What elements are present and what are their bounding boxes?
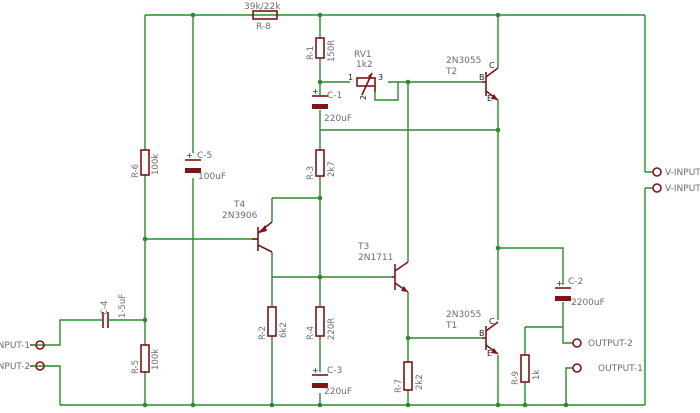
c3-value: 220uF — [324, 387, 352, 397]
svg-text:+: + — [186, 151, 193, 160]
c2-ref: C-2 — [568, 277, 583, 287]
v-minus-label: V-INPUT — [665, 184, 700, 194]
rv1-pin-1: 1 — [348, 73, 353, 82]
port-v-minus: V-INPUT — [652, 183, 700, 194]
t1-ref: T1 — [445, 321, 457, 331]
transistor-t2: 2N3055 T2 B C E — [445, 56, 499, 103]
resistor-r2: R-2 6k2 — [258, 306, 289, 340]
resistor-r9: R-9 1k — [511, 354, 542, 385]
t2-pin-c: C — [489, 61, 495, 70]
transistor-t3: T3 2N1711 — [357, 242, 409, 293]
resistor-r6: R-6 100k — [131, 149, 161, 178]
r5-value: 100k — [151, 349, 161, 370]
transistor-t4: T4 2N3906 — [222, 200, 273, 253]
c5-value: 100uF — [198, 172, 226, 182]
port-output-2: OUTPUT-2 — [572, 338, 633, 349]
r4-ref: R-4 — [306, 326, 316, 340]
c3-ref: C-3 — [327, 366, 342, 376]
r6-value: 100k — [151, 154, 161, 175]
port-input-1: INPUT-1 — [0, 340, 45, 351]
c4-value: 1-5uF — [118, 294, 128, 318]
c1-value: 220uF — [324, 114, 352, 124]
svg-text:+: + — [312, 87, 319, 96]
resistor-r7: R-7 2k2 — [394, 361, 425, 393]
t1-value: 2N3055 — [446, 310, 481, 320]
rv1-ref: RV1 — [354, 50, 372, 60]
resistor-r3: R-3 2k7 — [306, 149, 337, 180]
rv1-pin-2: 2 — [359, 95, 368, 100]
capacitor-c5: + C-5 100uF — [185, 151, 226, 182]
t1-pin-b: B — [479, 329, 485, 338]
t2-pin-e: E — [487, 94, 492, 103]
r5-ref: R-5 — [131, 360, 141, 374]
port-input-2: INPUT-2 — [0, 361, 45, 372]
r7-ref: R-7 — [394, 379, 404, 393]
r2-value: 6k2 — [279, 322, 289, 338]
rv1-value: 1k2 — [356, 60, 373, 70]
r1-value: 150R — [327, 40, 337, 62]
output1-label: OUTPUT-1 — [598, 364, 643, 374]
r9-value: 1k — [532, 370, 542, 380]
svg-text:+: + — [556, 279, 563, 288]
resistor-r4: R-4 220R — [306, 306, 337, 340]
t4-ref: T4 — [233, 200, 245, 210]
c5-ref: C-5 — [197, 151, 212, 161]
r1-ref: R-1 — [306, 46, 316, 60]
resistor-r1: R-1 150R — [306, 37, 337, 62]
r9-ref: R-9 — [511, 371, 521, 385]
junctions — [142, 12, 569, 408]
r3-ref: R-3 — [306, 166, 316, 180]
port-output-1: OUTPUT-1 — [572, 363, 643, 374]
transistor-t1: 2N3055 T1 B C E — [445, 310, 499, 358]
r2-ref: R-2 — [258, 326, 268, 340]
v-plus-label: V-INPUT — [665, 168, 700, 178]
capacitor-c2: + C-2 2200uF — [555, 277, 605, 308]
r4-value: 220R — [327, 318, 337, 340]
c1-ref: C-1 — [327, 91, 342, 101]
capacitor-c4: C-4 1-5uF — [95, 294, 128, 328]
potentiometer-rv1: RV1 1k2 1 3 2 — [348, 50, 383, 100]
c2-value: 2200uF — [571, 298, 605, 308]
port-v-plus: V-INPUT — [652, 167, 700, 178]
t2-ref: T2 — [445, 67, 457, 77]
wires — [30, 14, 653, 406]
resistor-r5: R-5 100k — [131, 344, 161, 374]
t3-value: 2N1711 — [358, 253, 393, 263]
r6-ref: R-6 — [131, 164, 141, 178]
c4-ref: C-4 — [100, 301, 110, 315]
svg-text:+: + — [312, 366, 319, 375]
t4-value: 2N3906 — [222, 211, 258, 221]
input1-label: INPUT-1 — [0, 341, 30, 351]
t2-pin-b: B — [479, 73, 485, 82]
input2-label: INPUT-2 — [0, 362, 30, 372]
resistor-r8: 39k/22k R-8 — [244, 2, 281, 32]
t3-ref: T3 — [357, 242, 369, 252]
r7-value: 2k2 — [415, 374, 425, 390]
r8-value: 39k/22k — [244, 2, 281, 12]
t1-pin-c: C — [489, 317, 495, 326]
t1-pin-e: E — [487, 349, 492, 358]
rv1-pin-3: 3 — [378, 73, 383, 82]
capacitor-c1: + C-1 220uF — [312, 87, 352, 124]
capacitor-c3: + C-3 220uF — [312, 366, 352, 397]
r3-value: 2k7 — [327, 161, 337, 177]
t2-value: 2N3055 — [446, 56, 481, 66]
r8-ref: R-8 — [256, 22, 271, 32]
output2-label: OUTPUT-2 — [588, 339, 633, 349]
